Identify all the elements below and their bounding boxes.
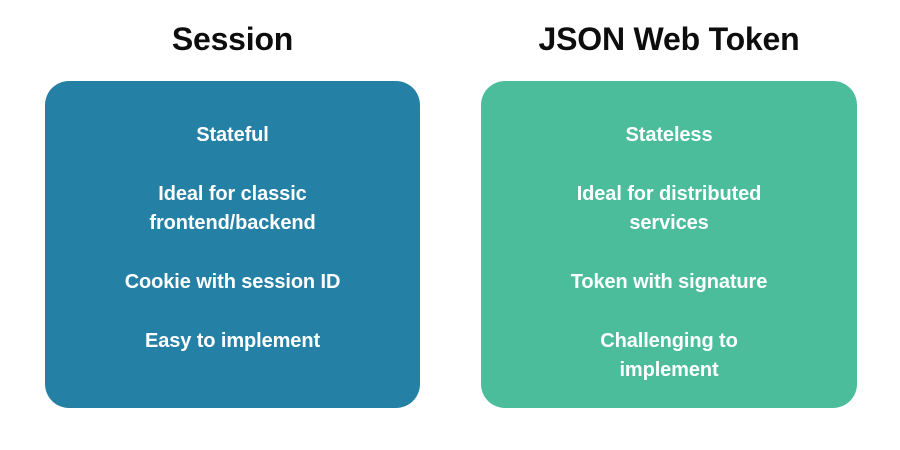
column-title-session: Session — [171, 21, 294, 57]
jwt-feature-item: Challenging to implement — [600, 330, 738, 381]
jwt-feature-list: Stateless Ideal for distributed services… — [503, 121, 835, 385]
jwt-card: Stateless Ideal for distributed services… — [481, 81, 857, 408]
session-feature-item: Cookie with session ID — [124, 271, 341, 293]
jwt-feature-item: Stateless — [625, 124, 713, 146]
jwt-feature-item: Ideal for distributed services — [576, 183, 762, 234]
session-feature-list: Stateful Ideal for classic frontend/back… — [67, 121, 398, 356]
column-title-jwt: JSON Web Token — [538, 21, 800, 57]
session-card: Stateful Ideal for classic frontend/back… — [45, 81, 420, 408]
comparison-column-jwt: JSON Web Token Stateless Ideal for distr… — [481, 0, 857, 408]
session-feature-item: Easy to implement — [144, 330, 321, 352]
session-feature-item: Stateful — [196, 124, 269, 146]
session-feature-item: Ideal for classic frontend/backend — [149, 183, 316, 234]
jwt-feature-item: Token with signature — [570, 271, 768, 293]
comparison-column-session: Session Stateful Ideal for classic front… — [45, 0, 420, 408]
